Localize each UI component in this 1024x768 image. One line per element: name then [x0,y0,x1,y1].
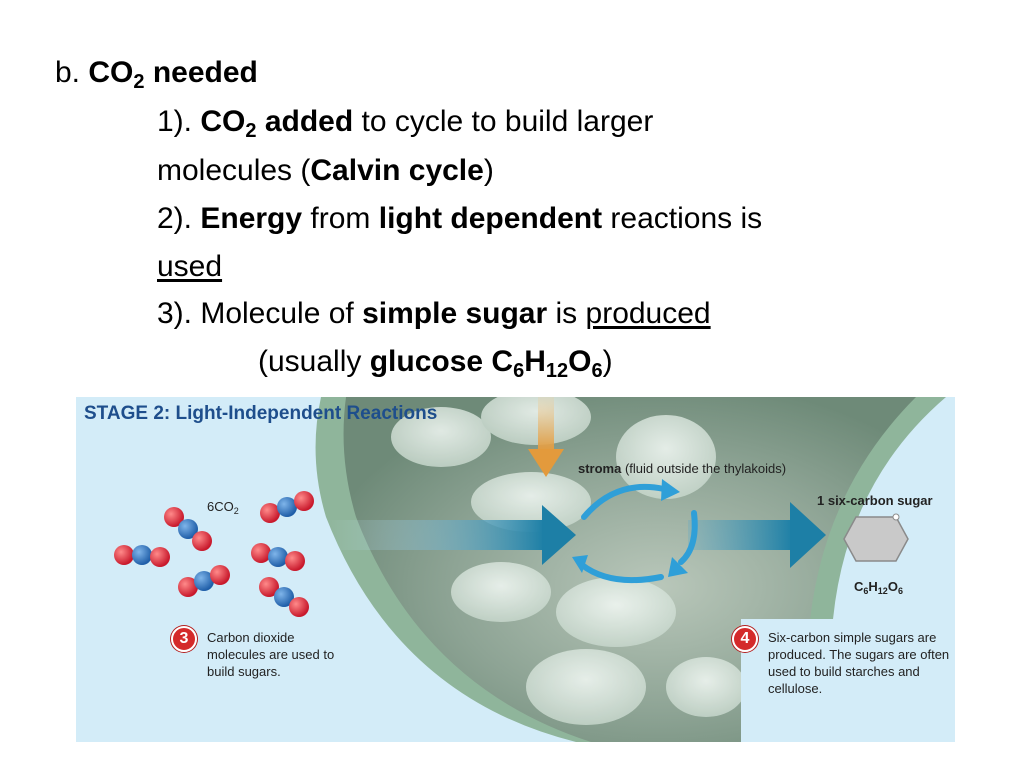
cycle-arrowheads [572,479,688,577]
energy-input-arrow [528,397,564,477]
point-2-line-1: 2). Energy from light dependent reaction… [157,202,763,235]
glucose-hexagon [843,513,909,562]
step-3-badge: 3 [171,626,197,652]
sugar-output-arrow [688,502,826,568]
step-4-badge: 4 [732,626,758,652]
co2-count-label: 6CO2 [207,499,239,516]
co2-input-arrow [326,505,576,565]
point-1-line-1: 1). CO2 added to cycle to build larger [157,105,654,142]
sugar-label: 1 six-carbon sugar [817,493,933,508]
calvin-cycle-figure: STAGE 2: Light-Independent Reactions str… [76,397,955,742]
calvin-cycle-arrows [579,483,698,584]
step-4-text: Six-carbon simple sugars are produced. T… [768,630,950,696]
stroma-label: stroma (fluid outside the thylakoids) [578,461,787,476]
thylakoid-stacks [391,397,746,725]
figure-illustration [114,397,955,742]
point-3-line-2: (usually glucose C6H12O6) [258,345,613,382]
point-3-line-1: 3). Molecule of simple sugar is produced [157,297,711,330]
co2-molecules [114,491,314,617]
figure-title: STAGE 2: Light-Independent Reactions [84,403,438,424]
glucose-formula: C6H12O6 [854,579,903,596]
point-1-line-2: molecules (Calvin cycle) [157,154,494,187]
point-2-line-2: used [157,250,223,283]
step-3-text: Carbon dioxide molecules are used to bui… [207,630,335,679]
step-4-panel [741,619,955,742]
heading-co2-needed: b. CO2 needed [55,56,258,93]
